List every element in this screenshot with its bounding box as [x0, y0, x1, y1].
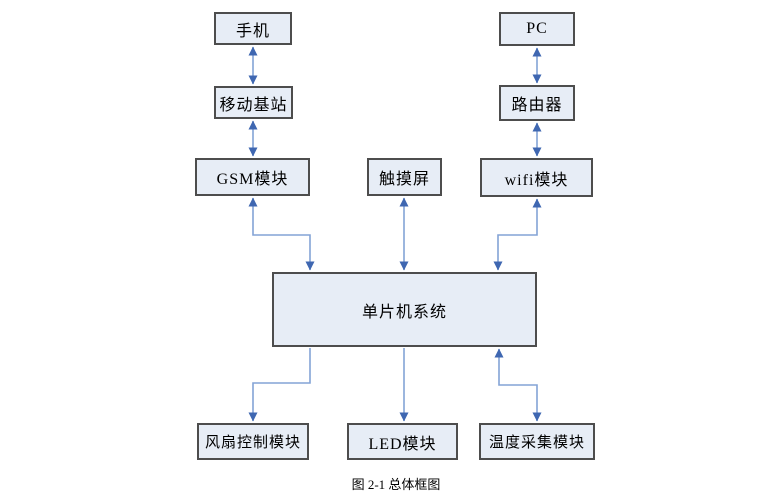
node-router: 路由器	[499, 85, 575, 121]
node-touch-screen: 触摸屏	[367, 158, 442, 196]
node-router-label: 路由器	[511, 97, 563, 114]
node-wifi-module-label: wifi模块	[504, 171, 569, 189]
node-led-module: LED模块	[347, 423, 458, 460]
arrow-mcu-fan	[248, 348, 311, 422]
node-wifi-module: wifi模块	[480, 158, 593, 197]
node-gsm-module-label: GSM模块	[216, 171, 289, 188]
node-fan-control-module: 风扇控制模块	[197, 423, 309, 460]
node-phone: 手机	[214, 12, 292, 45]
node-fan-control-module-label: 风扇控制模块	[204, 435, 301, 451]
arrow-wifi-mcu	[493, 198, 542, 271]
arrow-mcu-temperature	[494, 348, 542, 422]
node-phone-label: 手机	[235, 22, 270, 40]
node-pc-label: PC	[526, 20, 548, 37]
arrow-gsm-mcu	[248, 197, 315, 271]
node-base-station: 移动基站	[214, 86, 293, 119]
node-temperature-module-label: 温度采集模块	[488, 435, 585, 451]
figure-caption: 图 2-1 总体框图	[351, 477, 441, 492]
node-base-station-label: 移动基站	[219, 96, 288, 114]
node-touch-screen-label: 触摸屏	[378, 171, 430, 188]
node-temperature-module: 温度采集模块	[479, 423, 595, 460]
node-pc: PC	[499, 12, 575, 46]
node-mcu-system-label: 单片机系统	[361, 303, 447, 321]
node-led-module-label: LED模块	[368, 435, 437, 453]
node-mcu-system: 单片机系统	[272, 272, 537, 347]
node-gsm-module: GSM模块	[195, 158, 310, 196]
